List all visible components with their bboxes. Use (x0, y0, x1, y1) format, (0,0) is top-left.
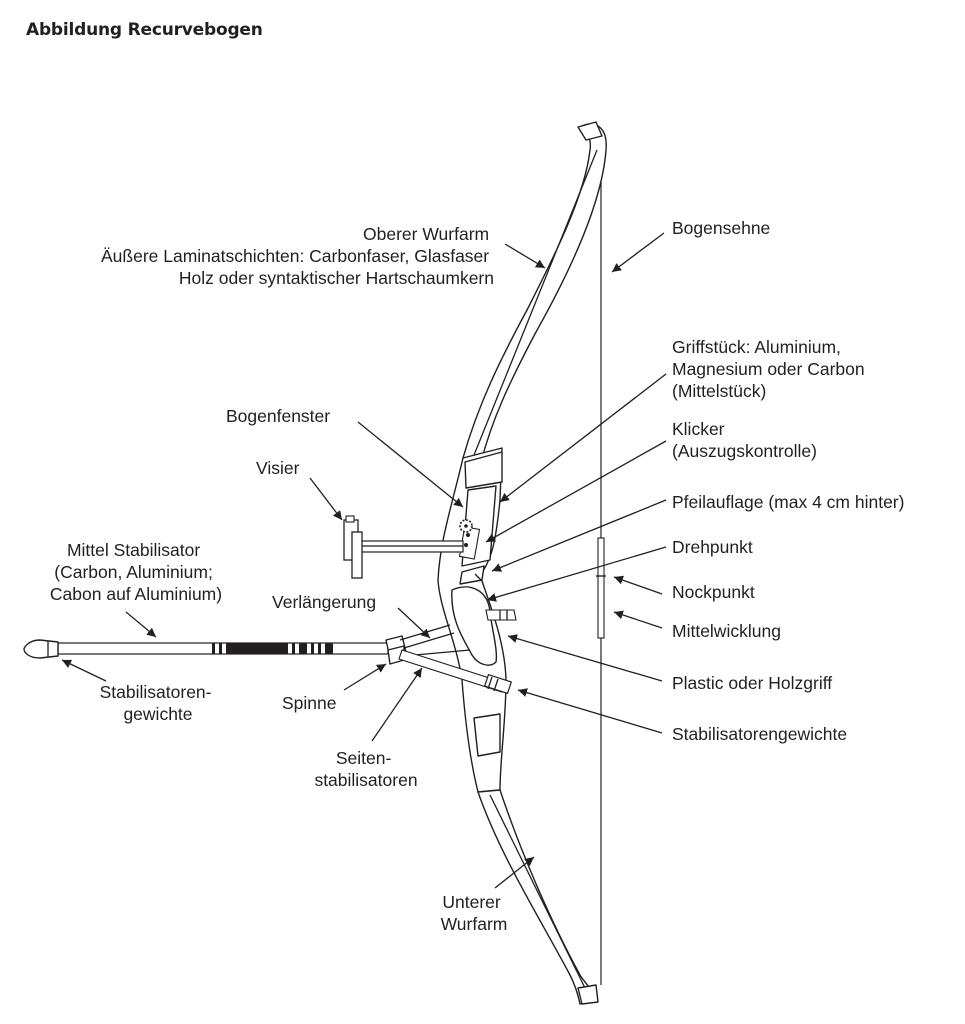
clicker-dot (466, 533, 470, 537)
label-stabilisatorengewichte-links: Stabilisatoren- gewichte (100, 682, 217, 724)
label-oberer-wurfarm: Oberer Wurfarm Äußere Laminatschichten: … (101, 224, 494, 288)
arrow-rest (459, 565, 485, 585)
clicker-dot (464, 543, 468, 547)
grip (451, 586, 498, 666)
arrow-mittelwicklung (613, 610, 663, 629)
label-bogenfenster: Bogenfenster (226, 406, 330, 426)
stabilizer-bands (212, 643, 333, 654)
label-unterer-wurfarm: Unterer Wurfarm (441, 892, 508, 934)
upper-limb-lamination (471, 149, 598, 461)
label-bogensehne: Bogensehne (672, 218, 770, 238)
sight-knob-center (464, 524, 468, 528)
sight-screw (345, 515, 355, 523)
arrow-stabilisatorengewichte-rechts (517, 688, 663, 734)
lower-limb-lamination (489, 794, 587, 991)
arrow-bogenfenster (357, 421, 464, 508)
side-stabilizer-weight-line (487, 676, 493, 690)
label-mittelwicklung: Mittelwicklung (672, 621, 781, 641)
center-serving (597, 537, 605, 639)
label-spinne: Spinne (282, 693, 337, 713)
leader-arrows (61, 232, 667, 889)
arrow-klicker (485, 440, 667, 543)
arrow-griffstueck (499, 373, 667, 503)
label-nockpunkt: Nockpunkt (672, 582, 755, 602)
arrow-drehpunkt (486, 546, 667, 602)
label-seitenstabilisatoren: Seiten- stabilisatoren (314, 748, 417, 790)
label-visier: Visier (256, 458, 300, 478)
arrow-pfeilauflage (491, 499, 667, 572)
arrow-mittel-stabilisator (125, 611, 157, 638)
side-stabilizer-weight-line (493, 678, 499, 692)
arrow-oberer-wurfarm (504, 243, 546, 269)
arrow-bogensehne (611, 232, 665, 273)
arrow-stabilisatorengewichte-links (61, 659, 107, 682)
upper-limb-tip (577, 121, 603, 141)
label-griffstueck: Griffstück: Aluminium, Magnesium oder Ca… (672, 337, 869, 401)
extension-rod (485, 609, 517, 621)
label-pfeilauflage: Pfeilauflage (max 4 cm hinter) (672, 492, 904, 512)
arrow-seitenstabilisatoren (371, 667, 423, 742)
arrow-unterer-wurfarm (494, 856, 535, 889)
center-stabilizer-rod (57, 642, 389, 655)
arrow-spinne (343, 663, 387, 691)
riser-lower-pad (473, 713, 501, 757)
lower-limb-tip (577, 984, 599, 1005)
label-plastic-holzgriff: Plastic oder Holzgriff (672, 673, 832, 693)
label-klicker: Klicker (Auszugskontrolle) (672, 419, 817, 461)
label-drehpunkt: Drehpunkt (672, 537, 753, 557)
riser-upper-block (464, 451, 503, 489)
spider-connector (403, 632, 455, 649)
arrow-visier (309, 477, 343, 521)
arrow-verlaengerung (397, 607, 431, 639)
pivot-point (474, 573, 482, 581)
upper-limb (462, 123, 607, 463)
label-mittel-stabilisator: Mittel Stabilisator (Carbon, Aluminium; … (50, 540, 222, 604)
sight-pin-housing (351, 531, 363, 579)
figure-title: Abbildung Recurvebogen (26, 20, 263, 40)
label-verlaengerung: Verlängerung (272, 592, 376, 612)
labels: Oberer Wurfarm Äußere Laminatschichten: … (50, 218, 905, 934)
label-stabilisatorengewichte-rechts: Stabilisatorengewichte (672, 724, 847, 744)
arrow-plastic-holzgriff (507, 634, 663, 682)
stabilizer-end-weight (23, 639, 59, 659)
arrow-nockpunkt (613, 575, 663, 595)
